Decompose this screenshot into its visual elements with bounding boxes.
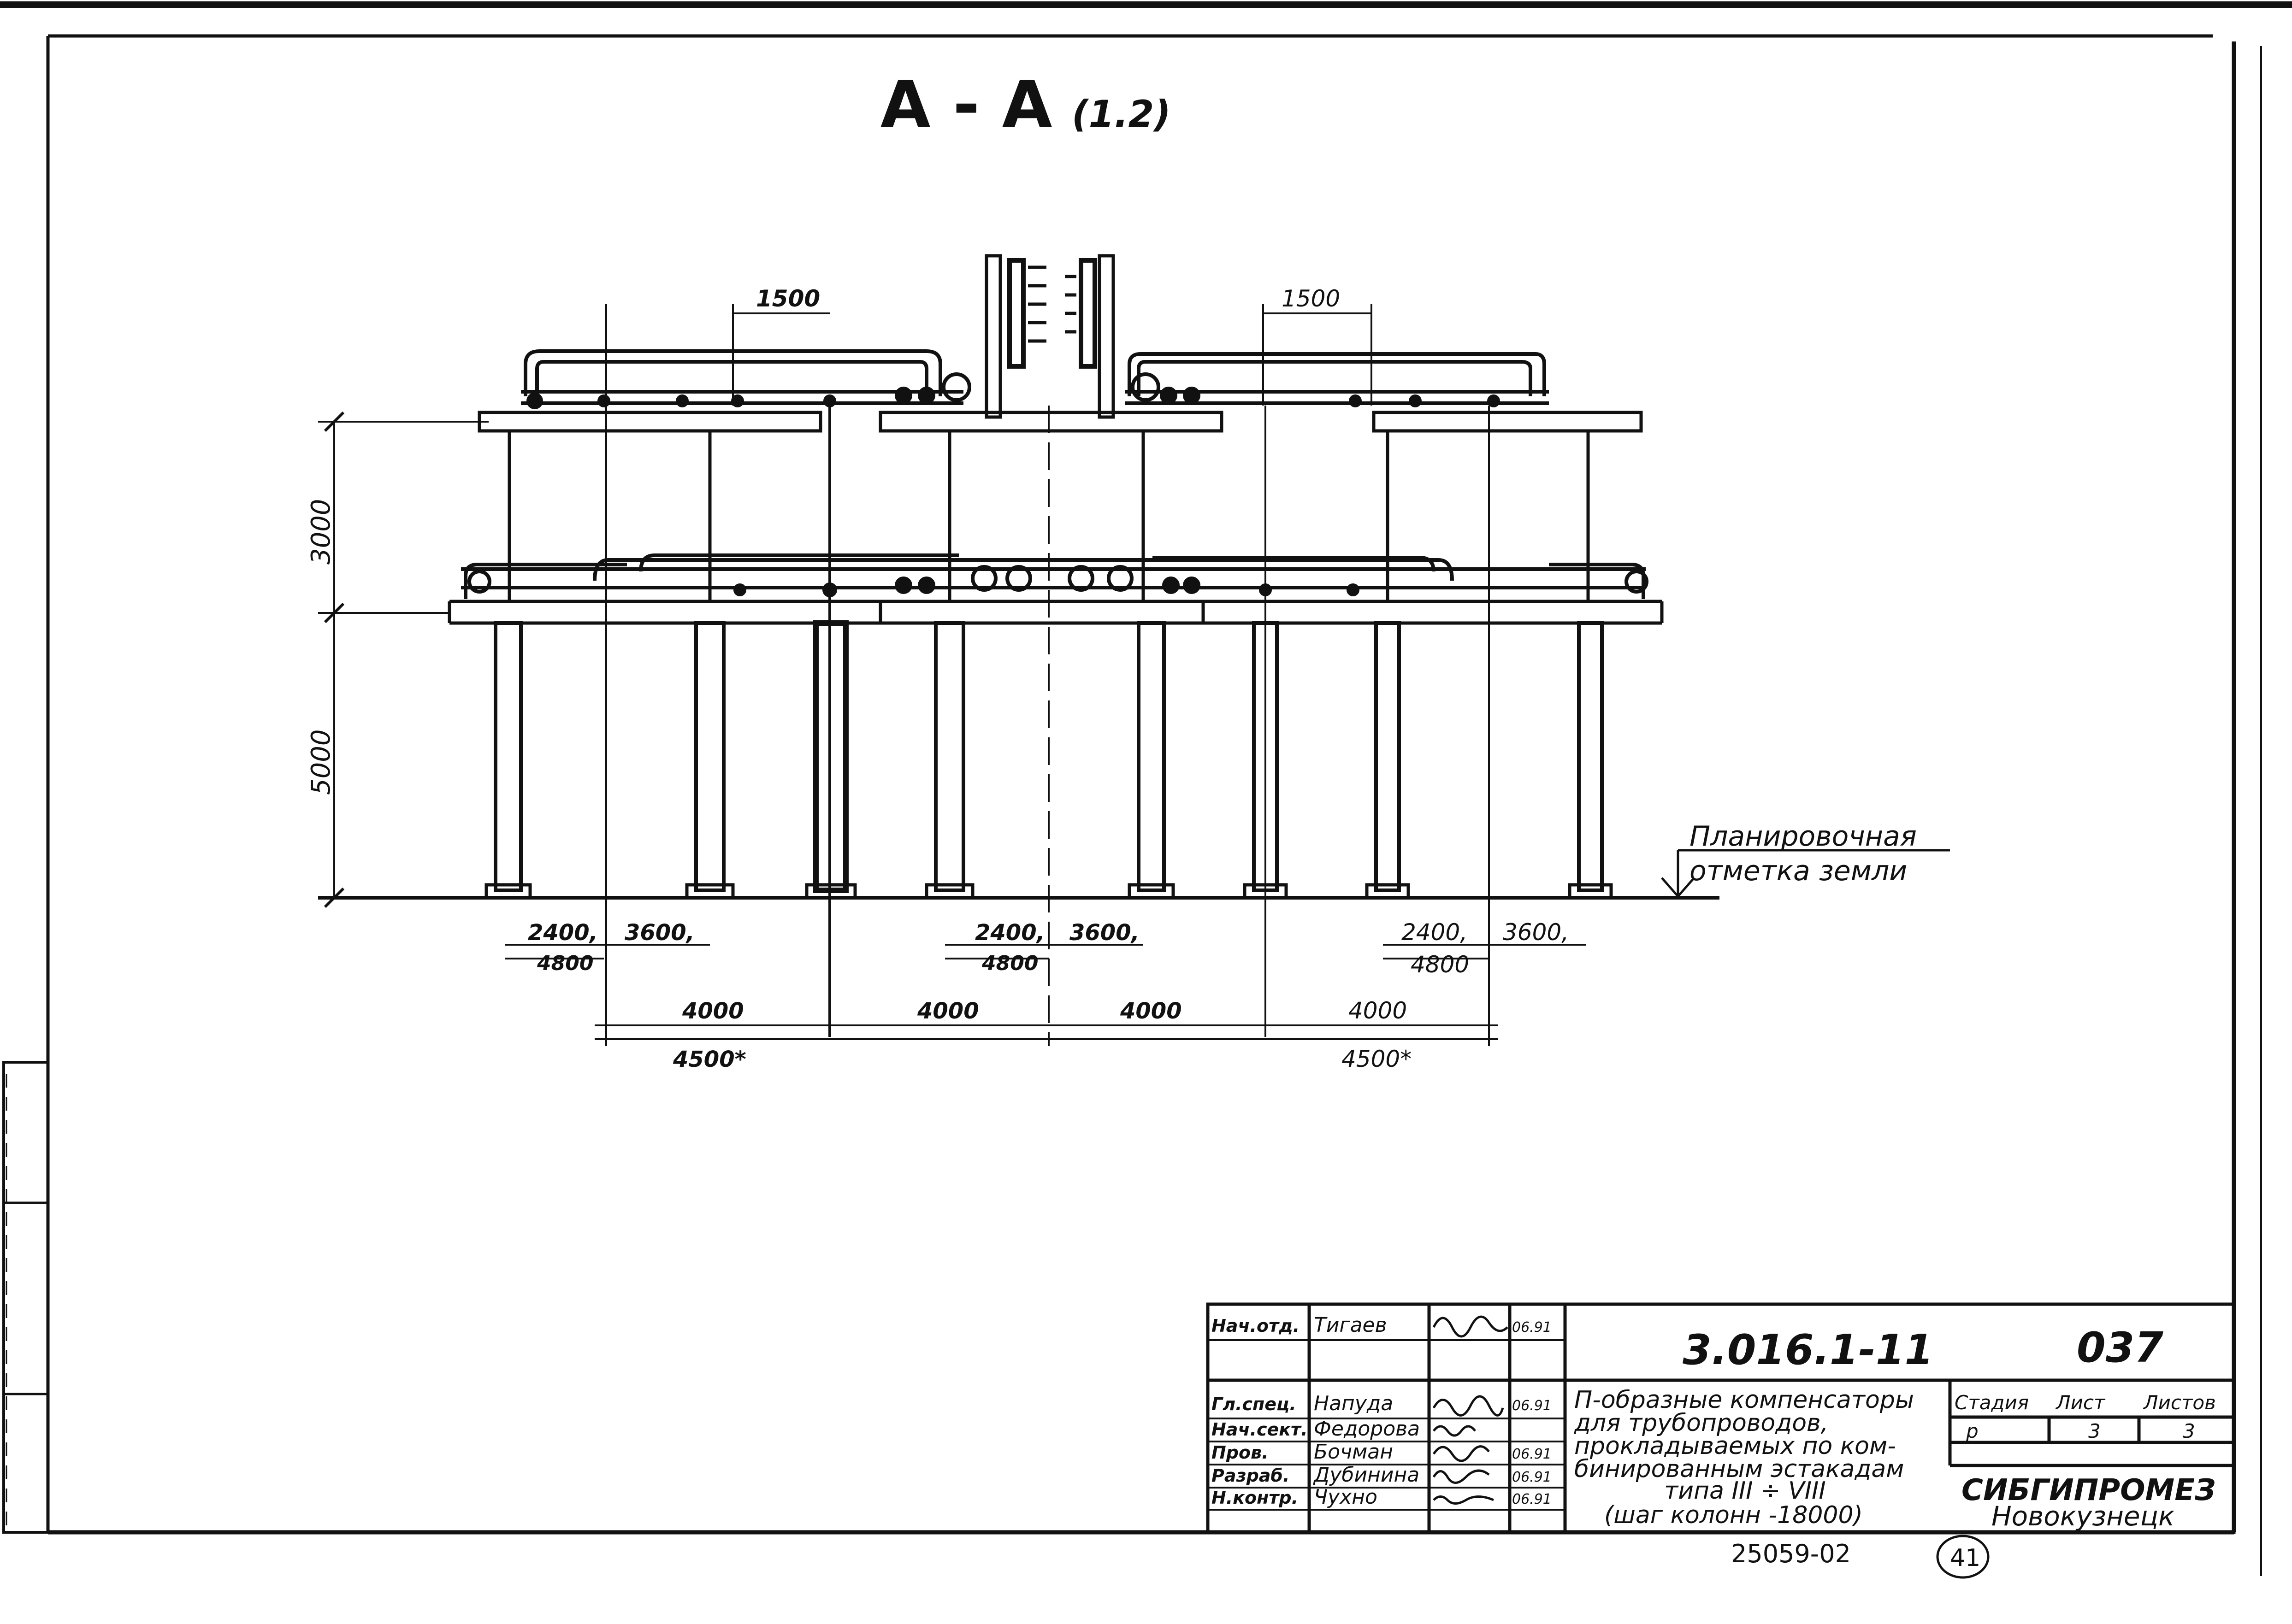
- description-line-4: бинированным эстакадам: [1574, 1455, 1904, 1483]
- sheets-header: Листов: [2143, 1391, 2216, 1414]
- role-4: Пров.: [1211, 1442, 1269, 1463]
- role-5: Разраб.: [1211, 1465, 1289, 1486]
- role-3: Нач.сект.: [1211, 1419, 1308, 1440]
- dim-spacing-4: 4000: [1348, 997, 1407, 1024]
- compensator-loops: [461, 349, 1646, 599]
- sheet-value: 3: [2088, 1420, 2101, 1442]
- name-6: Чухно: [1314, 1485, 1377, 1509]
- description-line-3: прокладываемых по ком-: [1574, 1432, 1896, 1460]
- sheet-frame: [0, 1, 2292, 1576]
- role-2: Гл.спец.: [1211, 1394, 1296, 1414]
- ground-note: Планировочная отметка земли: [1689, 820, 1917, 887]
- section-scale-note: (1.2): [1072, 93, 1171, 135]
- signatures: [1432, 1315, 1508, 1505]
- upper-posts: [508, 431, 1590, 601]
- dim-compensator-left: 1500: [756, 285, 820, 312]
- sheet-header: Лист: [2055, 1391, 2106, 1414]
- name-3: Федорова: [1314, 1417, 1420, 1441]
- archive-number: 25059-02: [1731, 1539, 1851, 1568]
- title-block: 3.016.1-11 037 П-образные компенсаторы д…: [1206, 1302, 2236, 1534]
- date-2: 06.91: [1512, 1398, 1552, 1414]
- page-number: 41: [1950, 1544, 1980, 1572]
- section-title-text: А - А: [880, 67, 1052, 142]
- ground-level-marker: [1661, 849, 1950, 897]
- description-line-1: П-образные компенсаторы: [1574, 1386, 1914, 1414]
- axis-lines: [605, 304, 1490, 1046]
- dim-compensator-right: 1500: [1282, 285, 1340, 312]
- role-6: Н.контр.: [1211, 1488, 1298, 1508]
- trestle-structure: [318, 254, 1950, 1046]
- dim-spacing-3: 4000: [1120, 998, 1182, 1024]
- dim-right-b: 3600,: [1503, 919, 1569, 946]
- name-4: Бочман: [1314, 1440, 1393, 1464]
- dim-left-a: 2400,: [528, 920, 598, 946]
- description-line-2: для трубопроводов,: [1574, 1409, 1828, 1437]
- organization-name: СИБГИПРОМЕЗ: [1961, 1473, 2215, 1507]
- lower-tier-pipes: [467, 565, 1648, 597]
- sheets-value: 3: [2183, 1420, 2195, 1442]
- organization-city: Новокузнецк: [1991, 1500, 2174, 1532]
- dim-middle-c: 4800: [981, 952, 1038, 975]
- dim-right-c: 4800: [1411, 951, 1469, 978]
- dim-left-c: 4800: [537, 952, 593, 975]
- date-4: 06.91: [1512, 1446, 1552, 1462]
- upper-tier-beams: [478, 411, 1643, 433]
- dim-middle-a: 2400,: [975, 920, 1045, 946]
- dim-overall-right: 4500*: [1341, 1046, 1412, 1072]
- description-line-6: (шаг колонн -18000): [1604, 1501, 1863, 1529]
- page-number-circle: [1936, 1535, 1990, 1579]
- role-1: Нач.отд.: [1211, 1316, 1300, 1336]
- central-mast: [985, 254, 1115, 419]
- dim-overall-left: 4500*: [673, 1047, 746, 1072]
- title-block-code: 3.016.1-11: [1683, 1326, 1933, 1374]
- footer-numbers: 25059-02 41: [1731, 1535, 1990, 1579]
- dim-spacing-1: 4000: [682, 998, 744, 1024]
- description-line-5: типа III ÷ VIII: [1664, 1477, 1826, 1505]
- dim-upper-tier-height: 3000: [306, 499, 336, 565]
- dimension-texts: 3000 5000 1500 1500 2400, 3600, 4800 240…: [306, 285, 1569, 1072]
- name-1: Тигаев: [1314, 1313, 1387, 1337]
- lower-tier-beam: [448, 600, 1664, 625]
- dim-middle-b: 3600,: [1069, 920, 1140, 946]
- title-block-sheet-number: 037: [2077, 1324, 2163, 1372]
- date-1: 06.91: [1512, 1319, 1552, 1336]
- date-6: 06.91: [1512, 1491, 1552, 1507]
- name-2: Напуда: [1314, 1392, 1393, 1415]
- name-5: Дубинина: [1313, 1463, 1419, 1487]
- dim-left-b: 3600,: [625, 920, 695, 946]
- ground-note-line2: отметка земли: [1689, 855, 1907, 887]
- date-5: 06.91: [1512, 1469, 1552, 1485]
- height-dimension-lines: [318, 411, 489, 908]
- stage-value: р: [1966, 1420, 1979, 1442]
- upper-tier-pipes: [521, 372, 1549, 409]
- stage-header: Стадия: [1955, 1391, 2029, 1414]
- dim-right-a: 2400,: [1401, 919, 1467, 946]
- section-title: А - А (1.2): [880, 67, 1171, 142]
- dim-spacing-2: 4000: [917, 998, 979, 1024]
- ground-note-line1: Планировочная: [1689, 820, 1917, 853]
- dim-lower-tier-height: 5000: [306, 729, 336, 795]
- horizontal-dimension-lines: [505, 312, 1586, 1040]
